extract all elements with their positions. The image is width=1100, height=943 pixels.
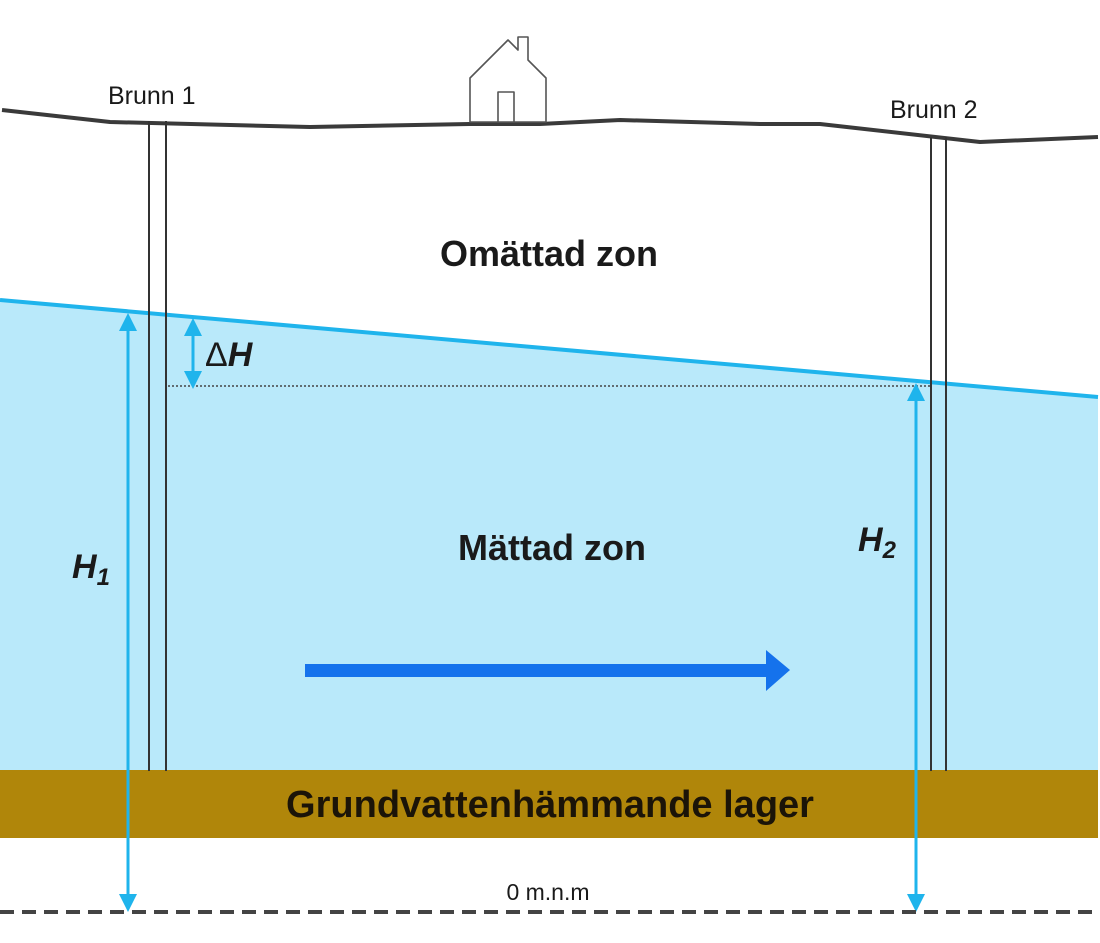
- confining-layer-label: Grundvattenhämmande lager: [286, 784, 814, 826]
- water-table-line: [0, 298, 1099, 399]
- well-2-label: Brunn 2: [890, 96, 978, 124]
- datum-label: 0 m.n.m: [506, 879, 589, 905]
- flow-arrow-icon: [305, 650, 790, 691]
- saturated-zone-label: Mättad zon: [458, 527, 646, 568]
- well-1-label: Brunn 1: [108, 82, 196, 110]
- h2-label: H2: [858, 521, 897, 564]
- saturated-zone-area: [0, 300, 1098, 772]
- ground-surface: [1, 108, 1099, 144]
- unsaturated-zone-label: Omättad zon: [440, 233, 658, 274]
- well-2-casing: [930, 137, 947, 771]
- h1-label: H1: [72, 548, 110, 591]
- house-icon: [469, 36, 547, 123]
- delta-h-label: ΔH: [205, 336, 254, 374]
- well-1-casing: [148, 121, 167, 771]
